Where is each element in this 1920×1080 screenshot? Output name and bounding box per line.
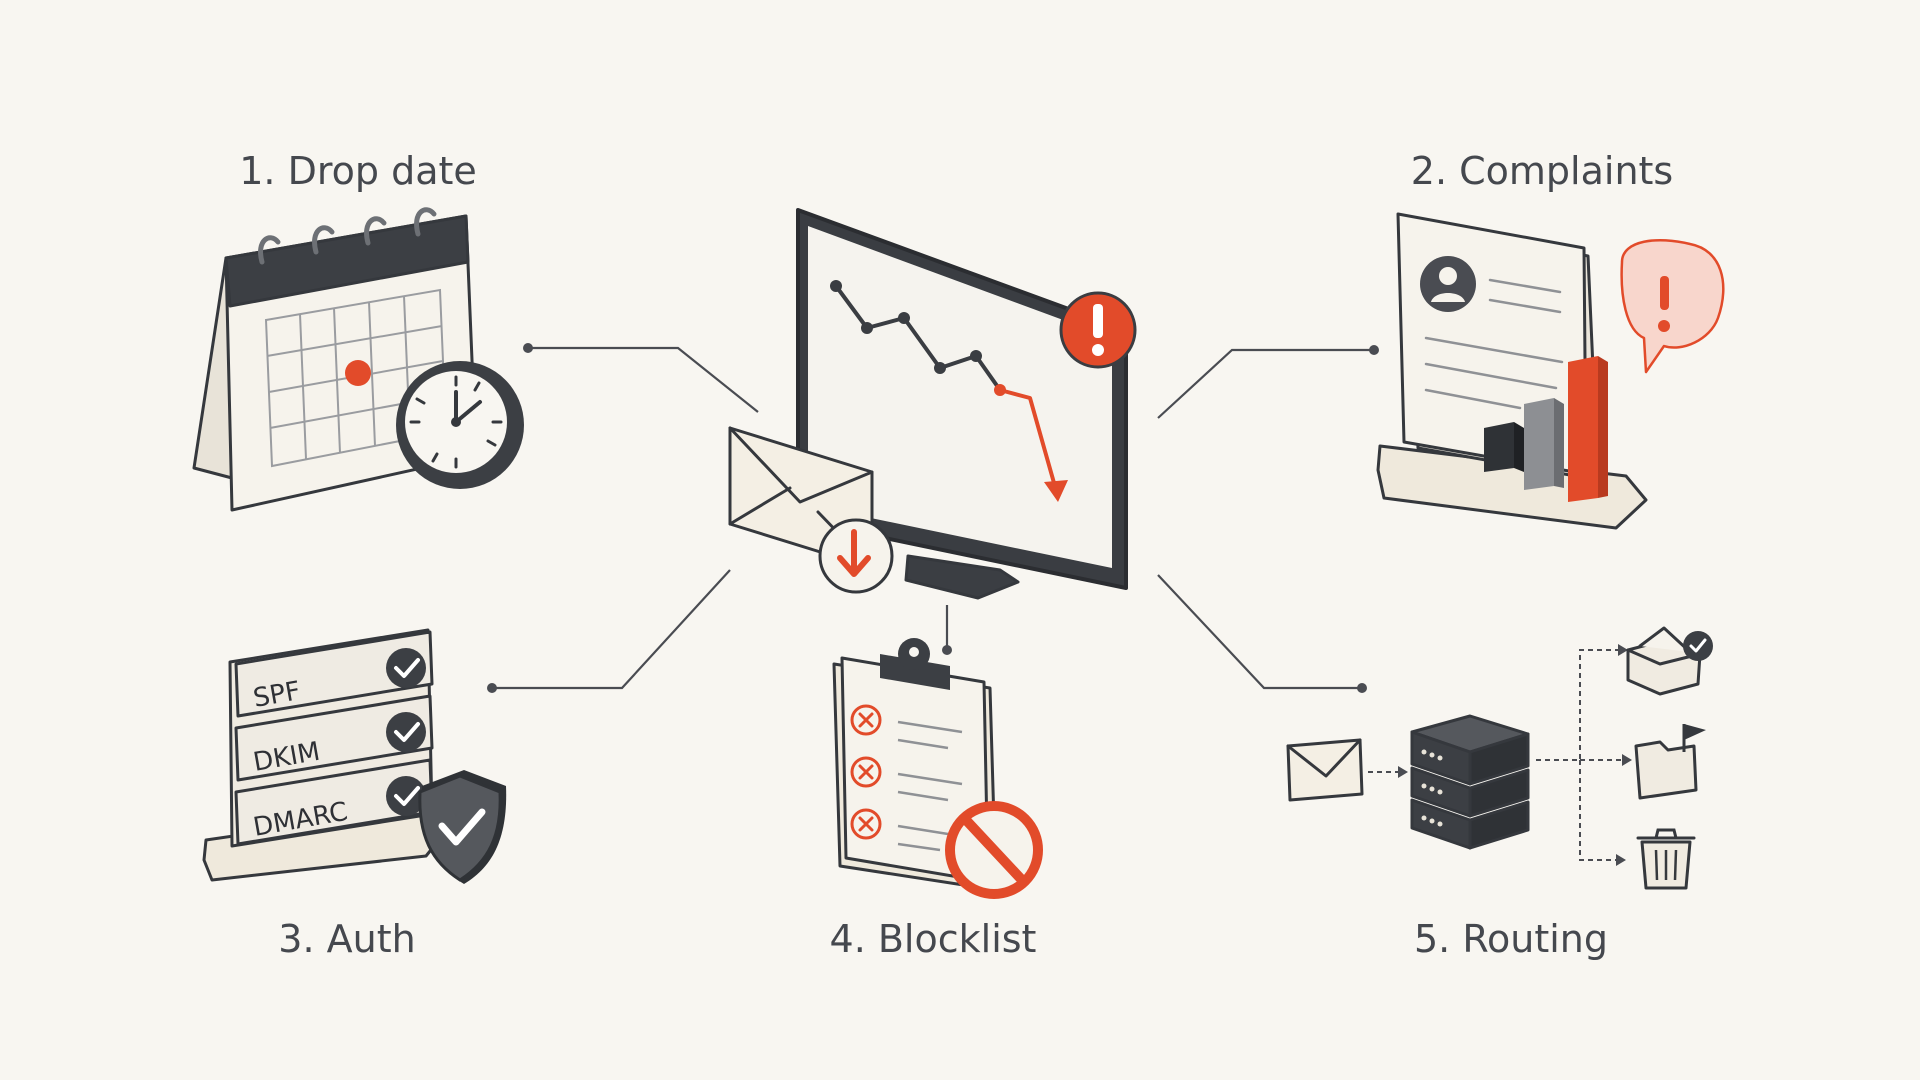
envelope-icon xyxy=(1286,738,1364,802)
connector-routing xyxy=(1157,574,1367,693)
server-icon xyxy=(1410,714,1530,850)
auth-checks-illustration: SPF DKIM DMARC xyxy=(202,628,507,884)
blocklist-clipboard-illustration xyxy=(832,638,1043,899)
clipboard-clip-icon xyxy=(880,638,950,690)
step-label-blocklist: 4. Blocklist xyxy=(830,917,1037,961)
step-label-drop-date: 1. Drop date xyxy=(239,149,477,193)
blocked-item-row xyxy=(850,704,963,750)
inbox-check-icon xyxy=(1626,626,1713,696)
blocked-item-row xyxy=(850,756,963,802)
step-label-routing: 5. Routing xyxy=(1414,917,1608,961)
folder-flag-icon xyxy=(1634,724,1706,800)
monitor-illustration xyxy=(796,208,1137,600)
prohibited-icon xyxy=(945,801,1043,899)
bar-chart-icon xyxy=(1484,356,1608,502)
step-label-complaints: 2. Complaints xyxy=(1411,149,1673,193)
shield-check-icon xyxy=(418,770,507,884)
envelope-download-icon xyxy=(728,426,894,594)
clock-icon xyxy=(396,361,524,489)
connector-complaints xyxy=(1157,345,1379,419)
speech-bubble-alert-icon xyxy=(1620,238,1725,374)
complaints-report-illustration xyxy=(1376,212,1725,530)
user-avatar-icon xyxy=(1420,256,1476,312)
alert-icon xyxy=(1059,291,1137,369)
step-label-auth: 3. Auth xyxy=(278,917,415,961)
connector-auth xyxy=(487,569,731,693)
connector-drop-date xyxy=(523,343,759,413)
auth-chip-spf: SPF xyxy=(234,630,434,718)
connectors xyxy=(487,343,1379,693)
routing-illustration xyxy=(1286,626,1713,890)
blocked-item-row xyxy=(850,808,949,852)
connector-blocklist xyxy=(942,605,952,655)
trash-icon xyxy=(1636,828,1696,890)
calendar-clock-illustration xyxy=(192,207,524,512)
